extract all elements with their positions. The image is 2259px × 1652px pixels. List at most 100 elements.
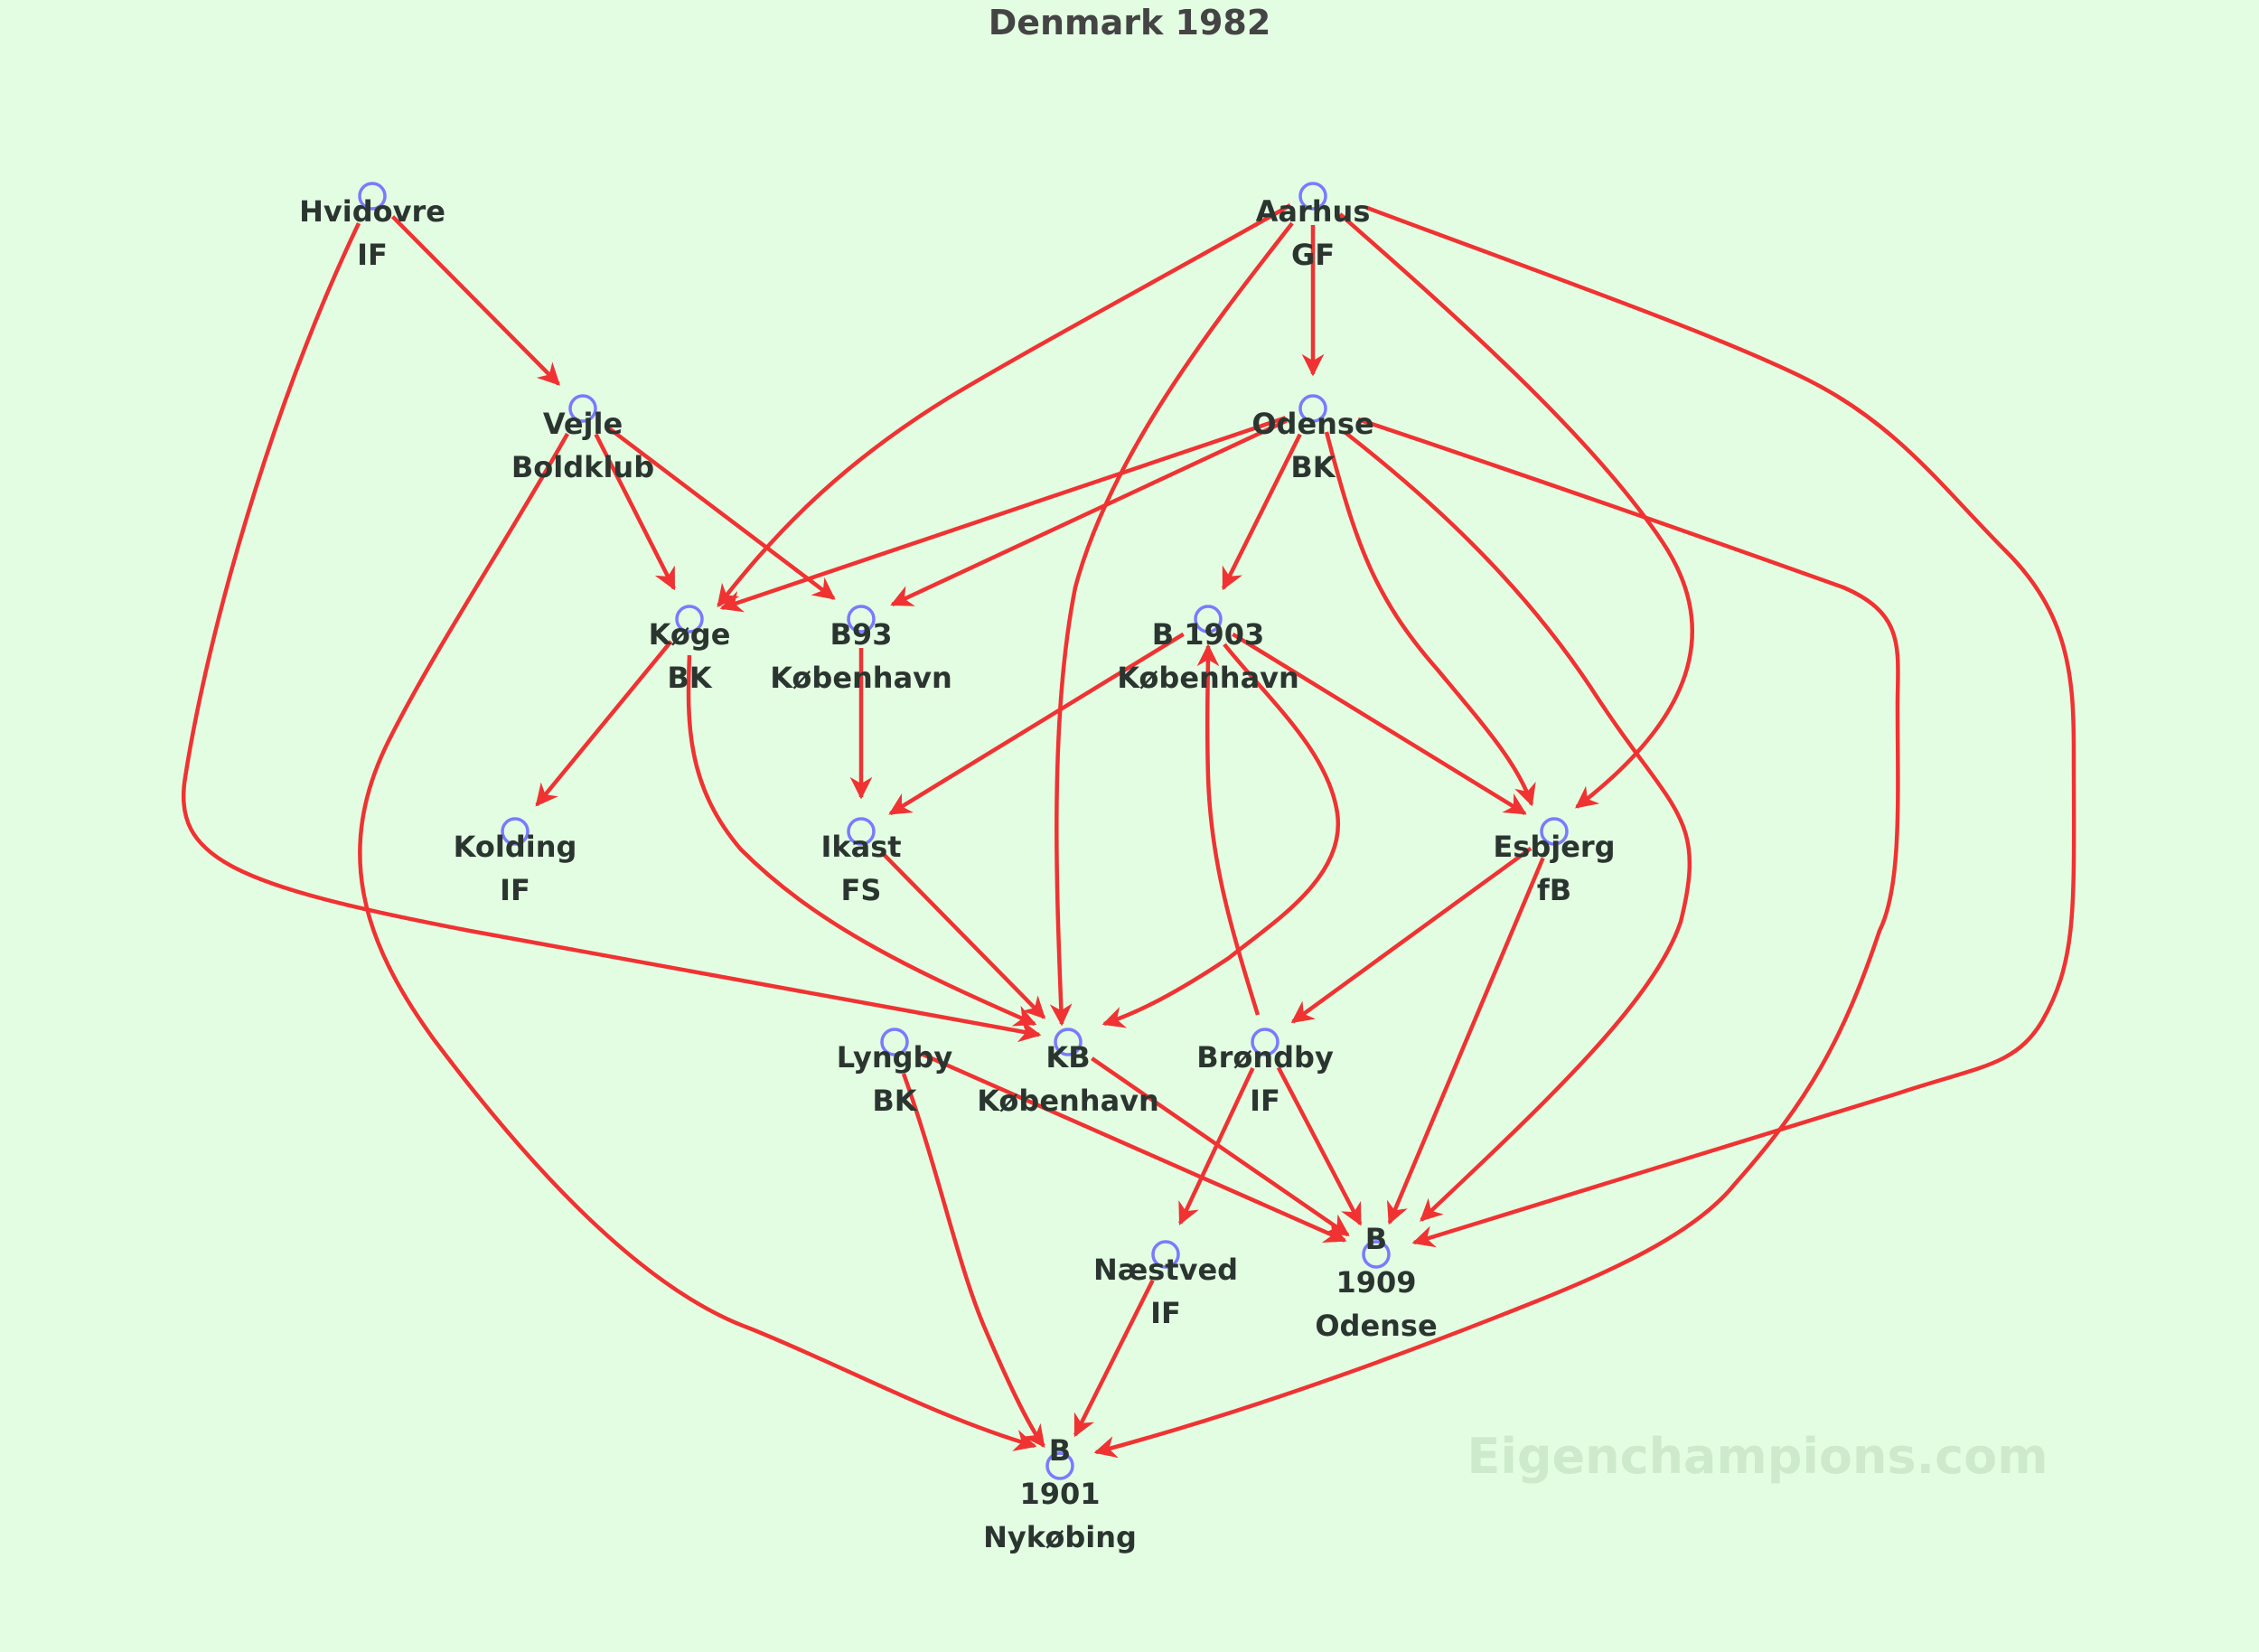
node-label-line: KB [1045, 1040, 1090, 1075]
edge-b1903-to-kb [1101, 643, 1341, 1028]
edge-odense-bk-to-b1901 [1093, 417, 1900, 1459]
node-lyngby[interactable] [880, 1028, 909, 1056]
node-vejle[interactable] [568, 394, 597, 423]
node-label-line: København [770, 661, 952, 695]
edge-odense-bk-to-esbjerg [1324, 431, 1536, 807]
node-label-line: IF [1150, 1296, 1181, 1330]
node-label-line: B [1365, 1222, 1387, 1256]
node-label-line: IF [357, 238, 388, 272]
node-label-line: Vejle [543, 407, 623, 441]
node-label-line: IF [1250, 1084, 1280, 1118]
node-label-line: 1909 [1336, 1265, 1416, 1300]
node-label-line: Aarhus [1256, 194, 1371, 229]
node-label-line: FS [841, 873, 882, 907]
edge-koge-to-kolding [535, 640, 673, 807]
node-label-line: Ikast [820, 830, 901, 864]
node-label-line: København [1117, 661, 1299, 695]
watermark-text: Eigenchampions.com [1467, 1428, 2048, 1485]
edge-odense-bk-to-b93 [890, 418, 1288, 606]
edge-naestved-to-b1901 [1073, 1279, 1155, 1438]
node-label-line: Hvidovre [299, 194, 445, 229]
node-aarhus[interactable] [1298, 182, 1327, 211]
node-kb[interactable] [1054, 1028, 1083, 1056]
edge-lyngby-to-b1909 [920, 1051, 1347, 1244]
node-koge[interactable] [675, 605, 704, 634]
node-label-kb: KB København [977, 1040, 1159, 1118]
node-label-line: BK [1290, 450, 1336, 484]
node-esbjerg[interactable] [1540, 817, 1569, 846]
edge-b1903-to-esbjerg [1232, 632, 1527, 816]
node-b1903[interactable] [1194, 605, 1223, 634]
node-label-line: 1901 [1019, 1477, 1100, 1511]
edge-b1903-to-ikast [888, 632, 1185, 816]
node-b1909[interactable] [1362, 1240, 1391, 1269]
node-label-line: B93 [830, 617, 893, 652]
edge-lyngby-to-b1901 [901, 1073, 1045, 1448]
node-label-line: Nykøbing [983, 1520, 1137, 1554]
node-label-line: Næstved [1093, 1253, 1238, 1287]
edge-odense-bk-to-b1909 [1343, 430, 1692, 1222]
edge-brondby-to-b1903 [1196, 643, 1261, 1016]
edge-vejle-to-koge [594, 433, 676, 591]
edge-kb-to-b1909 [1091, 1056, 1350, 1237]
edge-vejle-to-b1901 [358, 432, 1037, 1451]
node-label-line: Lyngby [837, 1040, 953, 1075]
node-label-line: B [1049, 1433, 1071, 1468]
edge-hvidovre-to-vejle [390, 215, 560, 386]
node-b1901[interactable] [1045, 1451, 1074, 1480]
node-label-line: København [977, 1084, 1159, 1118]
node-label-line: IF [500, 873, 530, 907]
node-naestved[interactable] [1151, 1240, 1180, 1269]
node-label-line: B 1903 [1152, 617, 1265, 652]
node-label-line: Køge [649, 617, 731, 652]
edge-brondby-to-naestved [1178, 1067, 1255, 1225]
node-b93[interactable] [847, 605, 876, 634]
node-label-line: GF [1291, 238, 1335, 272]
node-label-line: Esbjerg [1493, 830, 1615, 864]
node-kolding[interactable] [501, 817, 530, 846]
edge-odense-bk-to-koge [719, 416, 1287, 613]
edge-ikast-to-kb [879, 850, 1046, 1019]
node-label-line: BK [667, 661, 712, 695]
edge-vejle-to-b93 [605, 424, 836, 600]
edge-esbjerg-to-b1909 [1386, 857, 1545, 1225]
diagram-title: Denmark 1982 [989, 3, 1271, 42]
node-label-line: Boldklub [511, 450, 654, 484]
edge-aarhus-to-kb [1049, 221, 1294, 1027]
node-label-line: Odense [1315, 1309, 1437, 1343]
node-layer [358, 182, 1569, 1480]
edge-koge-to-kb [686, 654, 1037, 1027]
node-ikast[interactable] [847, 817, 876, 846]
edge-aarhus-to-b1909 [1366, 205, 2076, 1248]
edge-odense-bk-to-b1903 [1221, 433, 1302, 591]
edge-layer [181, 203, 2076, 1459]
node-label-line: Kolding [454, 830, 577, 864]
node-label-esbjerg: Esbjerg fB [1493, 830, 1615, 907]
node-label-line: Odense [1251, 407, 1373, 441]
node-hvidovre[interactable] [358, 182, 387, 211]
node-label-line: fB [1537, 873, 1571, 907]
node-label-line: Brøndby [1196, 1040, 1334, 1075]
node-odense-bk[interactable] [1298, 394, 1327, 423]
edge-aarhus-to-esbjerg [1338, 212, 1694, 809]
node-label-line: BK [872, 1084, 917, 1118]
edge-brondby-to-b1909 [1276, 1066, 1363, 1226]
node-brondby[interactable] [1251, 1028, 1279, 1056]
edge-aarhus-to-koge [717, 203, 1292, 607]
